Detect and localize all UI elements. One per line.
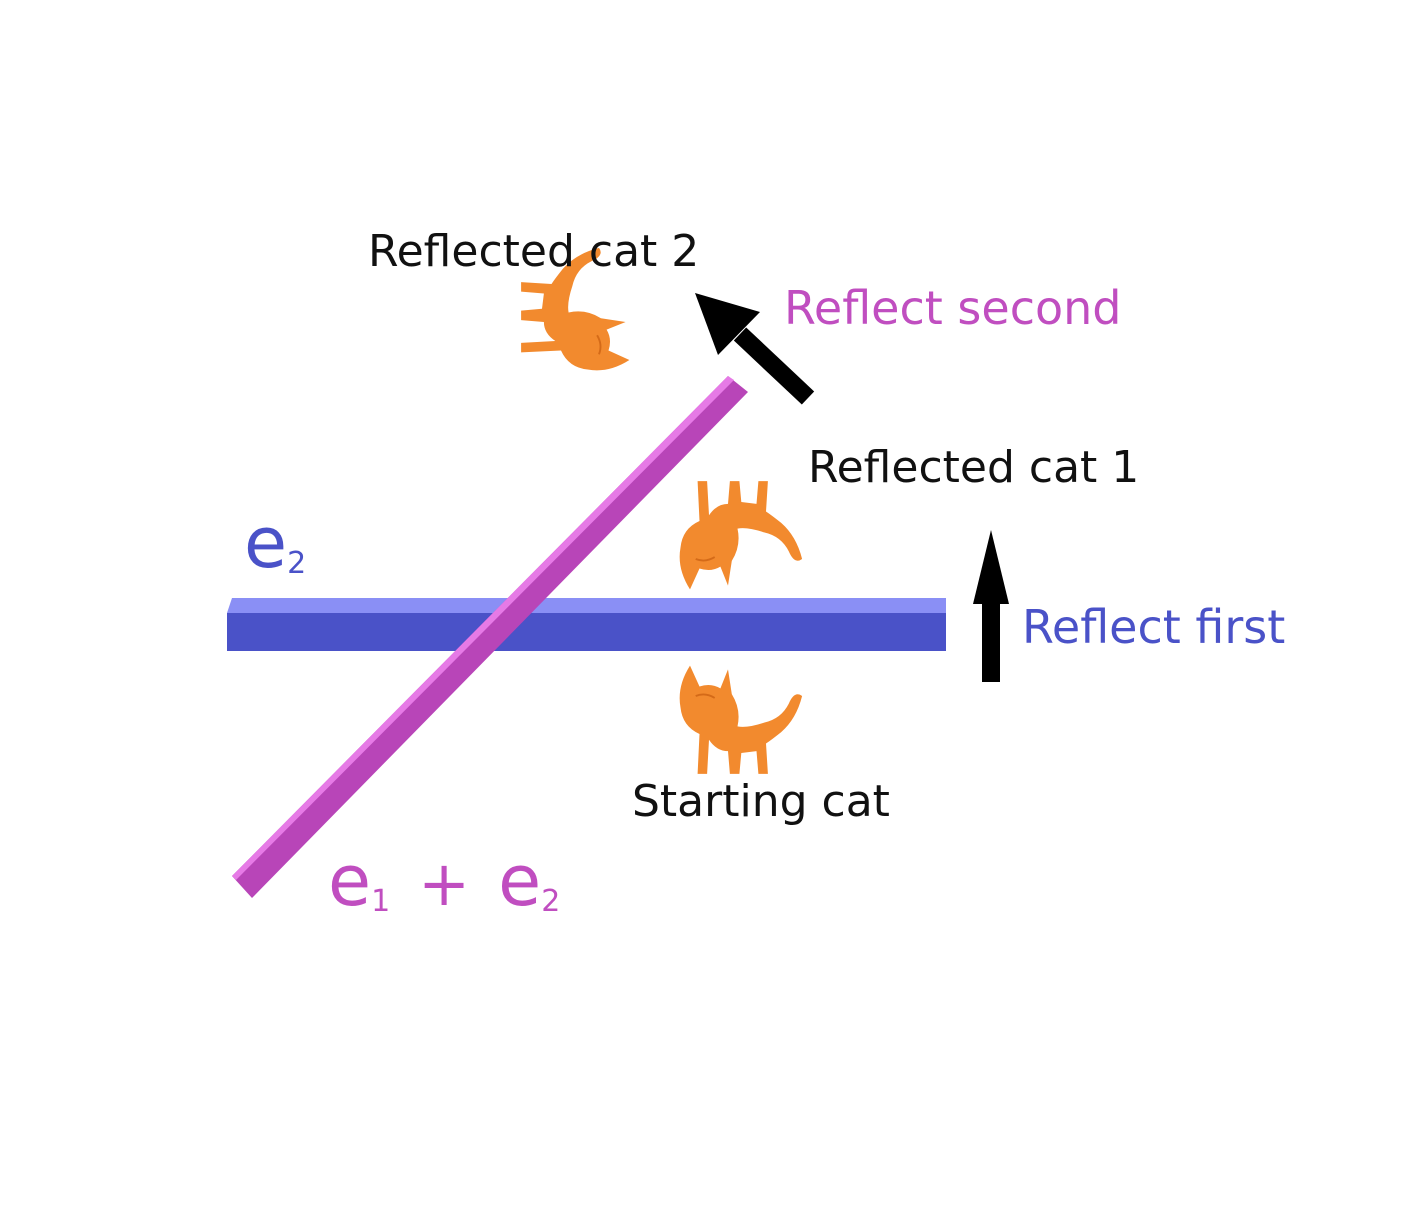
e2-subscript-sum: 2 [541,884,561,919]
reflected-cat-2-label: Reflected cat 2 [368,226,700,277]
reflect-second-label: Reflect second [784,281,1122,335]
e2-base-sum: e [498,840,542,922]
e2-mirror [227,598,946,651]
starting-cat-label: Starting cat [632,776,890,827]
reflect-first-label: Reflect first [1022,600,1286,654]
reflected-cat-1-label: Reflected cat 1 [808,442,1140,493]
e1-base: e [328,840,372,922]
e1-plus-e2-mirror [232,376,748,898]
cat-icon [678,480,804,591]
e2-label: e2 [244,508,307,581]
cat-icon [678,664,804,775]
e1-plus-e2-label: e1+e2 [328,846,561,919]
e2-base: e [244,502,288,584]
e1-subscript: 1 [371,884,391,919]
arrow-diagonal-icon [695,293,815,405]
arrow-up-icon [973,530,1009,682]
e2-subscript: 2 [287,546,307,581]
plus-sign: + [418,847,471,920]
